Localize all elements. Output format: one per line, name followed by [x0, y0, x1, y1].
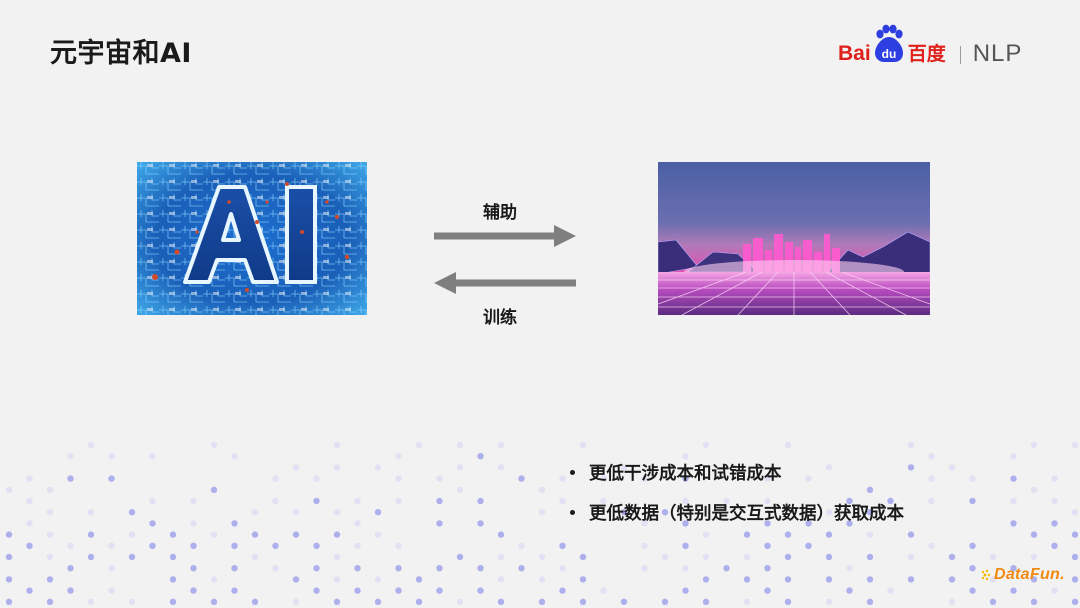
nlp-label: NLP [972, 40, 1023, 67]
arrow-right-icon [434, 225, 576, 247]
bullet-list: 更低干涉成本和试错成本 更低数据（特别是交互式数据）获取成本 [566, 452, 904, 532]
bullet-text: 更低数据（特别是交互式数据）获取成本 [589, 503, 904, 524]
train-label: 训练 [483, 308, 517, 328]
bullet-item: 更低数据（特别是交互式数据）获取成本 [566, 492, 904, 532]
datafun-logo: DataFun. [980, 566, 1065, 584]
baidu-text: Bai [838, 42, 871, 65]
slide-title: 元宇宙和AI [50, 38, 192, 69]
svg-text:du: du [881, 47, 896, 61]
ai-circuit-board-image [137, 162, 367, 315]
bullet-dot-icon [570, 469, 575, 475]
dot-pattern-decoration [5, 441, 1079, 605]
bullet-item: 更低干涉成本和试错成本 [566, 452, 904, 492]
arrow-left-icon [434, 272, 576, 294]
bullet-text: 更低干涉成本和试错成本 [589, 463, 782, 484]
baidu-chinese-text: 百度 [907, 43, 946, 65]
metaverse-neon-city-image [658, 162, 930, 315]
datafun-sparkle-icon [981, 569, 991, 581]
brand-logo: Bai du 百度 NLP [838, 22, 1022, 66]
brand-separator [959, 46, 961, 64]
baidu-logo: Bai du 百度 [838, 24, 946, 64]
assist-label: 辅助 [483, 203, 517, 223]
datafun-text: DataFun. [994, 566, 1065, 583]
baidu-paw-icon: du [874, 24, 903, 62]
bullet-dot-icon [570, 509, 575, 515]
